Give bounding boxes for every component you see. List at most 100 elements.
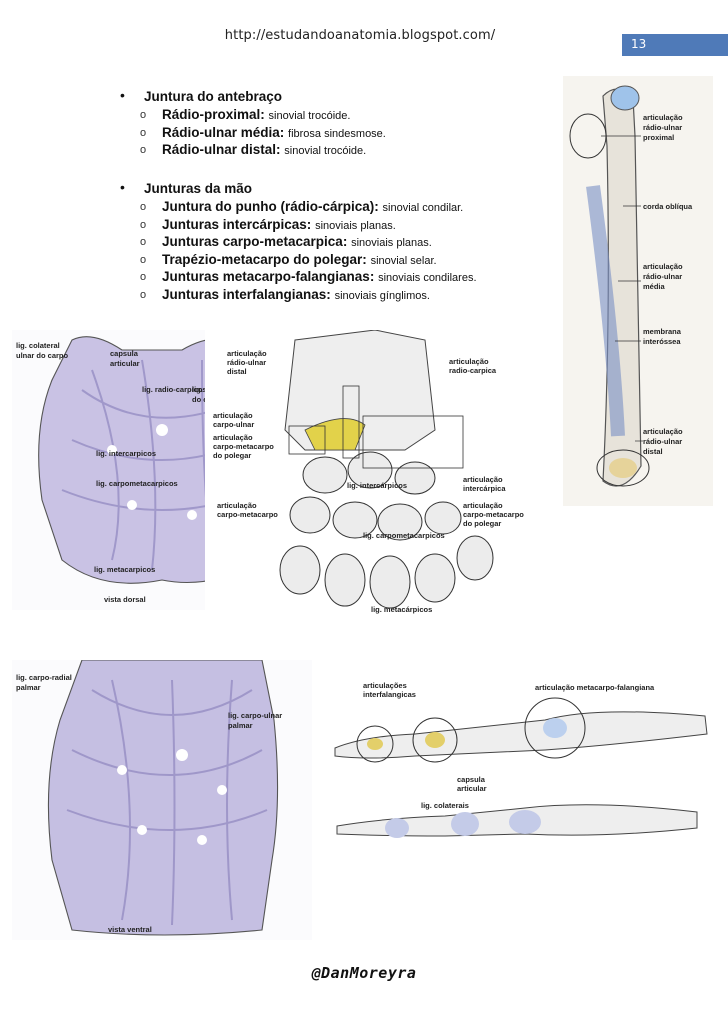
item-name: Junturas interfalangianas: bbox=[162, 286, 331, 302]
label: articulação bbox=[643, 113, 683, 122]
label: distal bbox=[643, 447, 663, 456]
label: articulação bbox=[463, 475, 503, 484]
section-forearm-list: Juntura do antebraço o Rádio-proximal: si… bbox=[118, 87, 588, 160]
item-description: sinovial selar. bbox=[370, 254, 437, 267]
footer-signature: @DanMoreyra bbox=[311, 964, 417, 982]
circle-bullet-icon: o bbox=[140, 288, 147, 301]
section-title: Juntura do antebraço bbox=[118, 87, 588, 105]
mcp-joint-circle bbox=[524, 697, 586, 759]
finger-lateral-view bbox=[334, 711, 708, 759]
label: articulação bbox=[217, 501, 257, 510]
circle-bullet-icon: o bbox=[140, 271, 147, 284]
label: lig. intercárpicos bbox=[347, 481, 407, 490]
item-description: sinovial trocóide. bbox=[284, 145, 367, 158]
dip-joint-circle bbox=[356, 725, 394, 763]
label: intercárpica bbox=[463, 484, 506, 493]
page-number-band bbox=[622, 34, 728, 56]
radius-ulna-section bbox=[284, 330, 436, 451]
ventral-hand-figure: lig. carpo-radial palmar lig. carpo-ulna… bbox=[12, 660, 312, 940]
page-number: 13 bbox=[631, 37, 647, 51]
label: do polegar bbox=[463, 519, 501, 528]
label: lig. carpometacarpicos bbox=[363, 531, 445, 540]
item-name: Rádio-proximal: bbox=[162, 107, 265, 122]
label: do polegar bbox=[213, 451, 251, 460]
label: radio-carpica bbox=[449, 366, 497, 375]
label: palmar bbox=[16, 683, 41, 692]
item-name: Junturas carpo-metacarpica: bbox=[162, 234, 348, 250]
item-description: sinoviais planas. bbox=[351, 237, 432, 250]
item-name: Junturas metacarpo-falangianas: bbox=[162, 269, 375, 285]
circle-bullet-icon: o bbox=[140, 201, 147, 213]
label: articulação bbox=[213, 411, 253, 420]
distal-cartilage bbox=[609, 458, 637, 478]
label: rádio-ulnar bbox=[643, 123, 682, 132]
label: interóssea bbox=[643, 337, 681, 346]
label: lig. colaterais bbox=[421, 801, 469, 810]
circle-bullet-icon: o bbox=[140, 218, 147, 231]
label: lig. intercarpicos bbox=[96, 449, 156, 458]
label: articulação bbox=[643, 427, 683, 436]
list-item: o Junturas metacarpo-falangianas: sinovia… bbox=[118, 269, 588, 287]
label: ulnar do carpo bbox=[16, 351, 69, 360]
label: capsula bbox=[457, 775, 486, 784]
label: articular bbox=[457, 784, 487, 793]
circle-bullet-icon: o bbox=[140, 109, 147, 121]
pip-joint-circle bbox=[412, 717, 458, 763]
item-description: sinovial trocóide. bbox=[268, 110, 351, 122]
label: articulação bbox=[463, 501, 503, 510]
section-title: Junturas da mão bbox=[118, 179, 588, 197]
ventral-hand-shape bbox=[47, 660, 279, 936]
label: média bbox=[643, 282, 666, 291]
item-name: Rádio-ulnar distal: bbox=[162, 142, 281, 158]
label: vista dorsal bbox=[104, 595, 146, 604]
item-description: sinoviais condilares. bbox=[378, 272, 477, 285]
label: rádio-ulnar bbox=[643, 437, 682, 446]
label: lig. radio-carpicos bbox=[142, 385, 207, 394]
label: lig. colateral bbox=[16, 341, 60, 350]
label: articulação bbox=[227, 349, 267, 358]
label: articulações bbox=[363, 681, 407, 690]
circle-bullet-icon: o bbox=[140, 236, 147, 249]
item-description: fibrosa sindesmose. bbox=[288, 127, 386, 140]
label: lig. carpo-radial bbox=[16, 673, 72, 682]
label: rádio-ulnar bbox=[643, 272, 682, 281]
label: carpo-metacarpo bbox=[213, 442, 274, 451]
wrist-section-figure: articulação rádio-ulnar distal articulaç… bbox=[205, 330, 540, 620]
label: corda oblíqua bbox=[643, 202, 693, 211]
item-name: Rádio-ulnar média: bbox=[162, 124, 285, 140]
header-url: http://estudandoanatomia.blogspot.com/ bbox=[224, 28, 496, 43]
finger-figure: articulações interfalangicas articulação… bbox=[325, 676, 715, 871]
label: lig. metacárpicos bbox=[371, 605, 432, 614]
label: proximal bbox=[643, 133, 674, 142]
label: palmar bbox=[228, 721, 253, 730]
item-name: Trapézio-metacarpo do polegar: bbox=[162, 251, 367, 267]
label: articulação metacarpo-falangiana bbox=[535, 683, 655, 692]
distal-joint-circle bbox=[596, 449, 650, 487]
item-name: Junturas intercárpicas: bbox=[162, 216, 312, 232]
item-description: sinovial condilar. bbox=[382, 202, 464, 214]
forearm-figure: articulação rádio-ulnar proximal corda o… bbox=[563, 76, 713, 506]
label: rádio-ulnar bbox=[227, 358, 266, 367]
interosseous-membrane bbox=[586, 185, 625, 437]
label: carpo-metacarpo bbox=[463, 510, 524, 519]
list-item: o Rádio-proximal: sinovial trocóide. bbox=[118, 107, 588, 125]
item-description: sinoviais gínglimos. bbox=[334, 289, 430, 302]
label: distal bbox=[227, 367, 247, 376]
label: articular bbox=[110, 359, 140, 368]
label: articulação bbox=[449, 357, 489, 366]
label: articulação bbox=[213, 433, 253, 442]
circle-bullet-icon: o bbox=[140, 144, 147, 157]
label: lig. metacarpicos bbox=[94, 565, 155, 574]
label: membrana bbox=[643, 327, 682, 336]
label: articulação bbox=[643, 262, 683, 271]
radial-head-cartilage bbox=[610, 85, 640, 111]
label: vista ventral bbox=[108, 925, 152, 934]
label: capsula bbox=[110, 349, 139, 358]
radiocarpal-cartilage bbox=[304, 418, 366, 451]
label: lig. carpometacarpicos bbox=[96, 479, 178, 488]
label: carpo-ulnar bbox=[213, 420, 254, 429]
label: interfalangicas bbox=[363, 690, 416, 699]
